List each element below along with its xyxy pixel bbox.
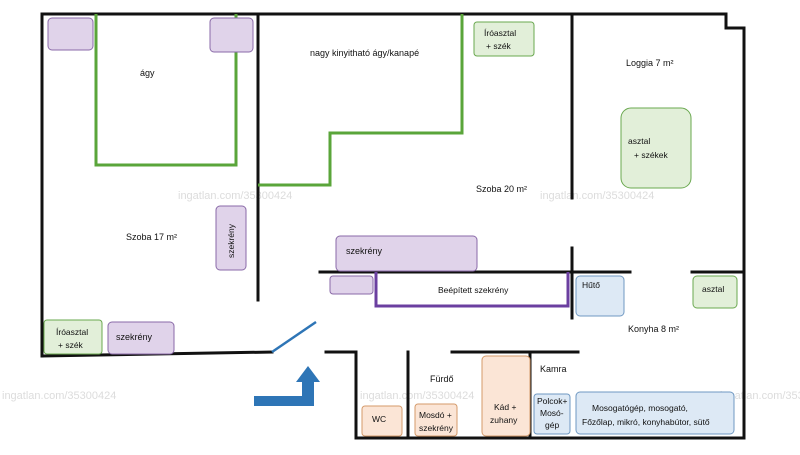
bed-outline	[94, 14, 238, 167]
furniture-label: Mosó-	[540, 408, 564, 418]
fridge	[575, 275, 625, 317]
watermark: ingatlan.com/35300424	[2, 390, 116, 402]
room-label: Fürdő	[430, 374, 454, 384]
wardrobe-bottom	[107, 321, 175, 355]
sofa-outline	[258, 14, 464, 187]
watermark: ingatlan.com/35300424	[360, 390, 474, 402]
small-cabinet	[329, 275, 374, 295]
furniture-label: Polcok+	[537, 396, 568, 406]
desk-left	[43, 319, 103, 355]
loggia-table	[620, 107, 692, 189]
furniture-label: szekrény	[116, 332, 153, 342]
walls	[40, 12, 746, 440]
desk-top	[473, 21, 535, 57]
furniture-label: nagy kinyitható ágy/kanapé	[310, 48, 419, 58]
furniture-label: asztal	[628, 136, 650, 146]
furniture-label: Íróasztal	[484, 28, 516, 38]
furniture-label: WC	[372, 414, 386, 424]
furniture-label: Mosogatógép, mosogató,	[592, 403, 688, 413]
furniture-label: szekrény	[346, 246, 383, 256]
room-label: Konyha 8 m²	[628, 324, 679, 334]
room-label: Szoba 20 m²	[476, 184, 527, 194]
furniture-label: ágy	[140, 68, 155, 78]
pillow	[47, 17, 94, 51]
furniture-label: Beépített szekrény	[438, 285, 509, 295]
built-in-closet-outline	[374, 272, 570, 308]
room-label: Szoba 17 m²	[126, 232, 177, 242]
furniture-label: gép	[545, 420, 559, 430]
room-label: Loggia 7 m²	[626, 58, 674, 68]
furniture-label: asztal	[702, 284, 724, 294]
furniture-label: + székek	[634, 150, 669, 160]
furniture-label: + szék	[58, 340, 84, 350]
sink	[414, 403, 458, 437]
watermark: ingatlan.com/35300424	[540, 190, 654, 202]
furniture-label: Hűtő	[582, 280, 600, 290]
furniture-label: + szék	[486, 41, 512, 51]
pillow	[209, 17, 254, 53]
bathtub	[481, 355, 531, 437]
wardrobe-vertical	[215, 205, 247, 271]
furniture-label: Főzőlap, mikró, konyhabútor, sütő	[582, 417, 710, 427]
furniture-label: Íróasztal	[56, 327, 88, 337]
door	[271, 320, 317, 354]
kitchen-counter	[575, 391, 735, 435]
furniture-label: szekrény	[226, 223, 236, 258]
wc	[361, 405, 403, 437]
entrance-arrow-icon	[254, 366, 320, 406]
wardrobe-middle	[335, 235, 478, 272]
kitchen-table	[692, 275, 738, 309]
shelves-washer	[533, 393, 571, 435]
watermark: ingatlan.com/35300424	[178, 190, 292, 202]
watermark: ingatlan.com/35300424	[720, 390, 800, 402]
furniture-label: szekrény	[419, 423, 454, 433]
furniture-label: zuhany	[490, 415, 518, 425]
room-label: Kamra	[540, 364, 567, 374]
furniture-label: Mosdó +	[419, 410, 452, 420]
furniture-label: Kád +	[494, 402, 516, 412]
